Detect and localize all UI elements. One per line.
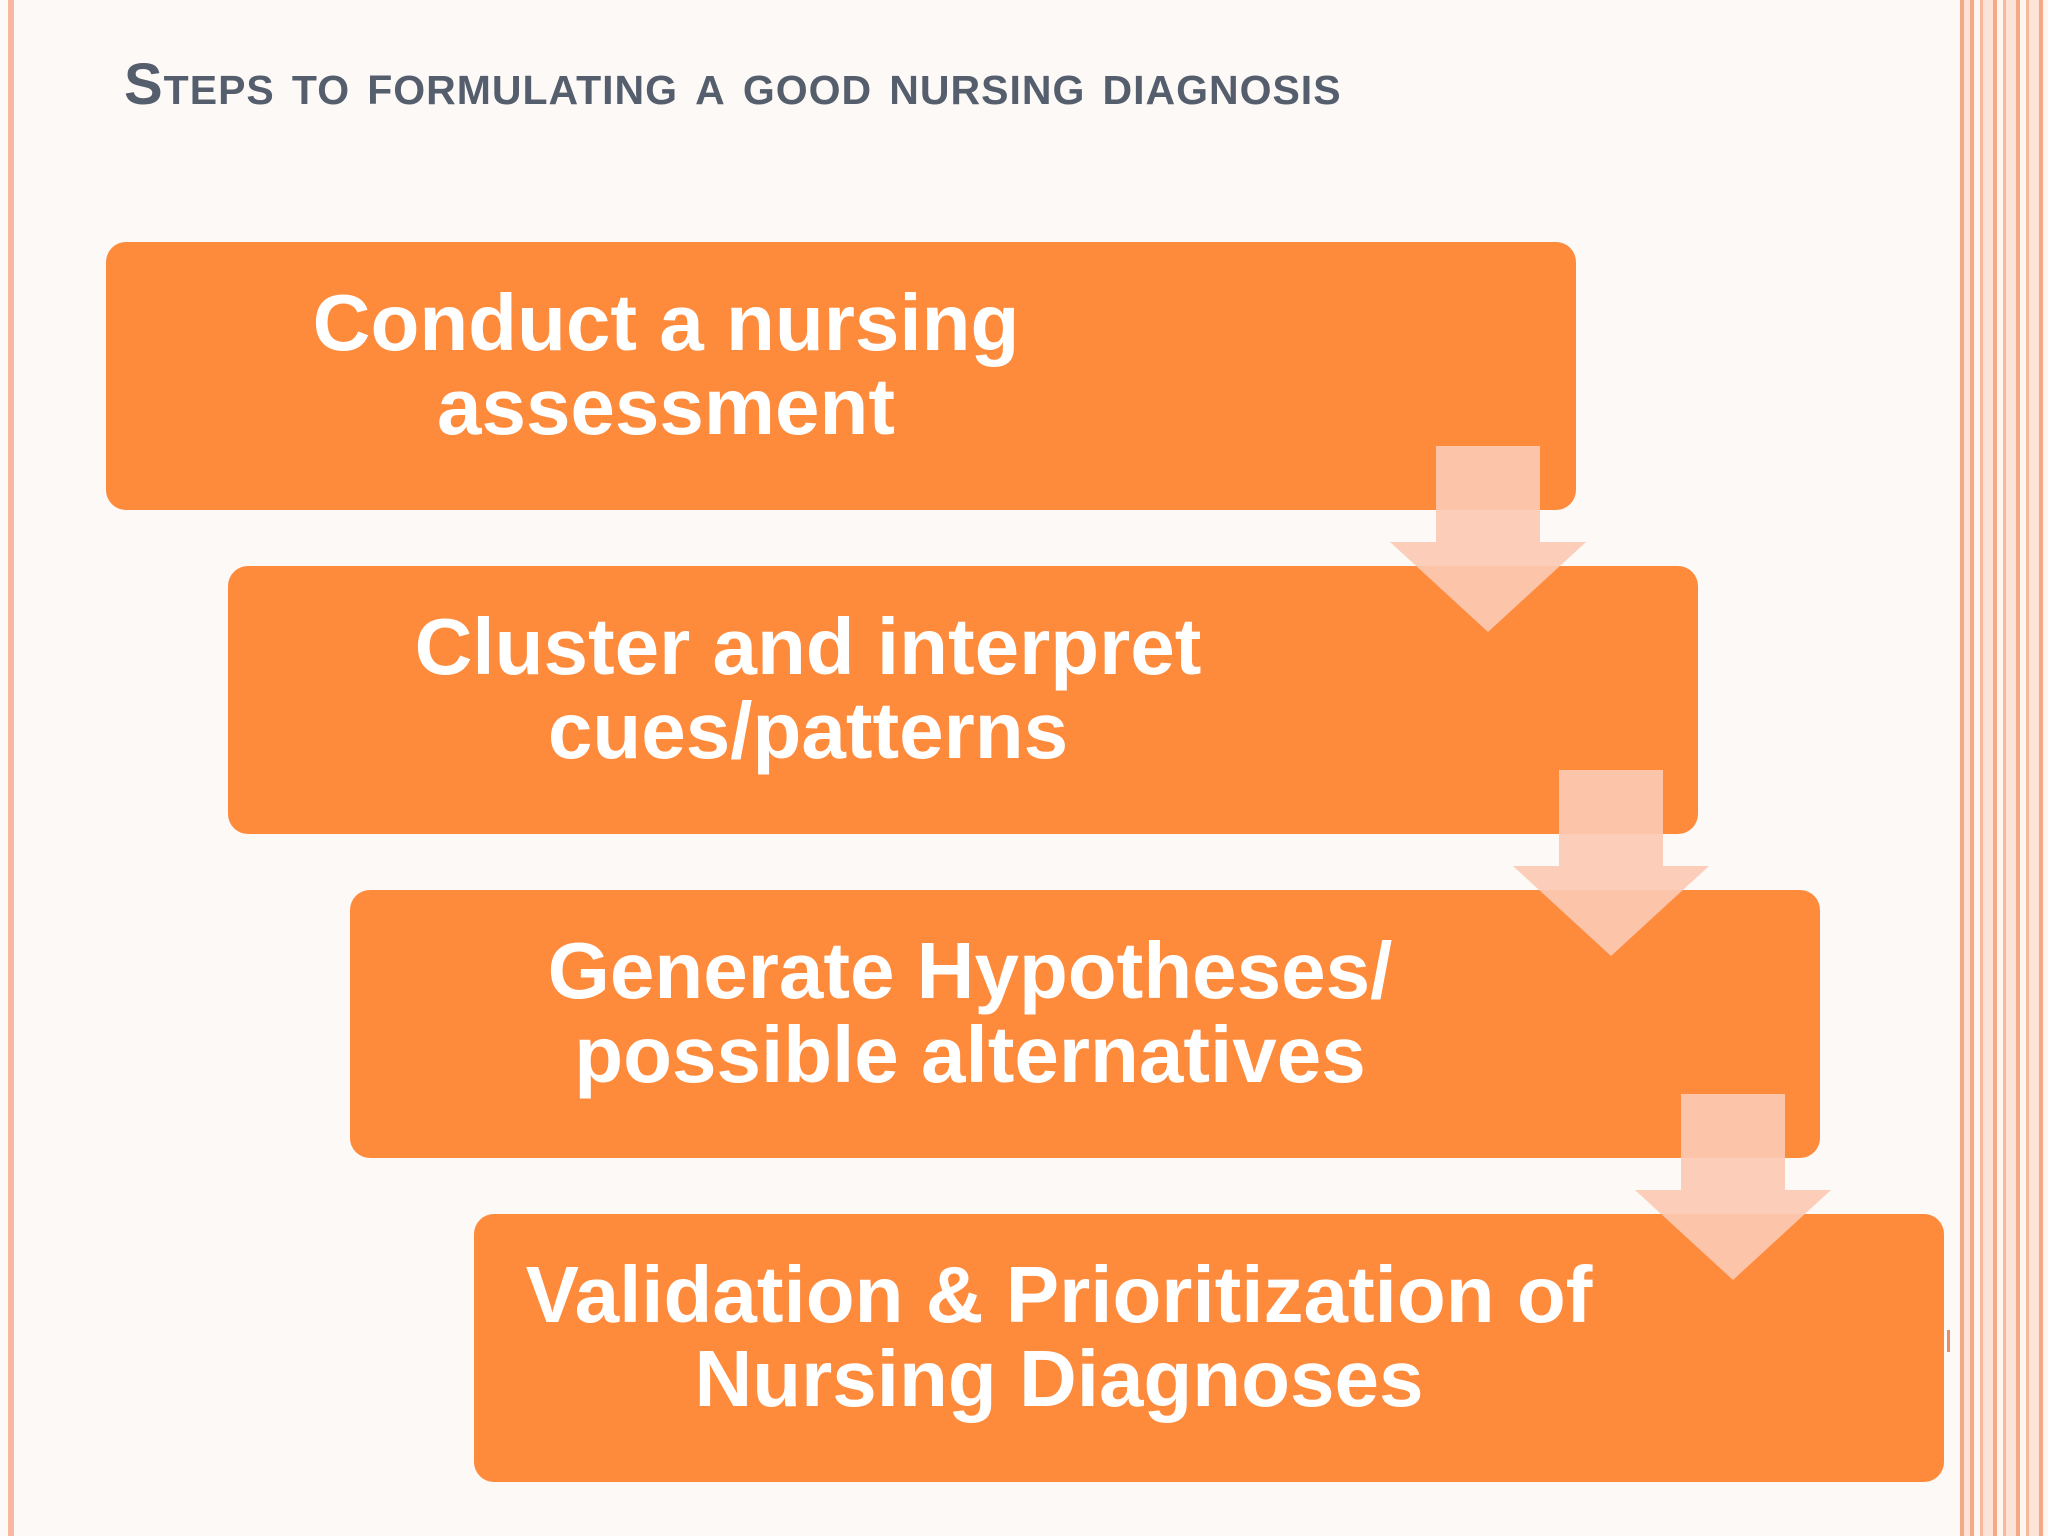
down-arrow-icon	[1635, 1094, 1831, 1280]
slide-title: Steps to formulating a good nursing diag…	[124, 52, 1342, 117]
step-4-line-2: Nursing Diagnoses	[694, 1334, 1424, 1423]
step-2-line-1: Cluster and interpret	[414, 602, 1202, 691]
down-arrow-icon	[1513, 770, 1709, 956]
step-1-line-1: Conduct a nursing	[312, 278, 1020, 367]
step-3-line-1: Generate Hypotheses/	[547, 926, 1393, 1015]
step-4-box: Validation & Prioritization of Nursing D…	[474, 1214, 1944, 1482]
step-3-line-2: possible alternatives	[574, 1010, 1366, 1099]
decorative-tick	[1947, 1330, 1950, 1352]
step-3-box: Generate Hypotheses/ possible alternativ…	[350, 890, 1820, 1158]
step-2-label: Cluster and interpret cues/patterns	[228, 605, 1388, 773]
step-3-label: Generate Hypotheses/ possible alternativ…	[350, 929, 1590, 1097]
step-1-box: Conduct a nursing assessment	[106, 242, 1576, 510]
step-2-box: Cluster and interpret cues/patterns	[228, 566, 1698, 834]
step-1-label: Conduct a nursing assessment	[106, 281, 1226, 449]
step-2-line-2: cues/patterns	[547, 686, 1069, 775]
down-arrow-icon	[1390, 446, 1586, 632]
step-1-line-2: assessment	[436, 362, 896, 451]
step-4-line-1: Validation & Prioritization of	[525, 1250, 1593, 1339]
step-4-label: Validation & Prioritization of Nursing D…	[474, 1253, 1644, 1421]
decorative-right-stripes	[1960, 0, 2048, 1536]
left-border-line	[8, 0, 14, 1536]
